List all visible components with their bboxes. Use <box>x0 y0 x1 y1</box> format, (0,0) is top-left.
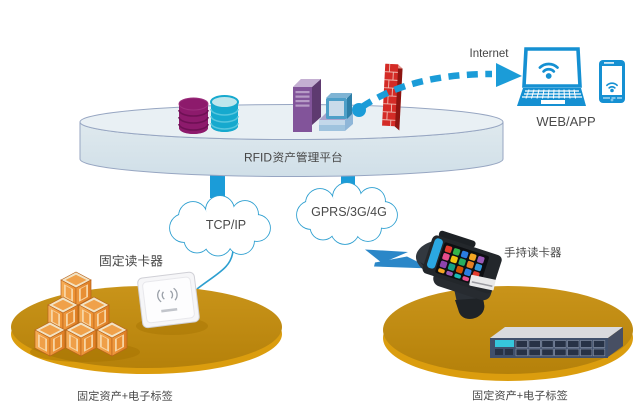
svg-text:GPRS/3G/4G: GPRS/3G/4G <box>311 205 387 219</box>
svg-text:WEB/APP: WEB/APP <box>536 114 595 129</box>
svg-text:RFID: RFID <box>244 151 272 165</box>
svg-text:TCP/IP: TCP/IP <box>206 218 246 232</box>
svg-text:Internet: Internet <box>470 48 510 60</box>
